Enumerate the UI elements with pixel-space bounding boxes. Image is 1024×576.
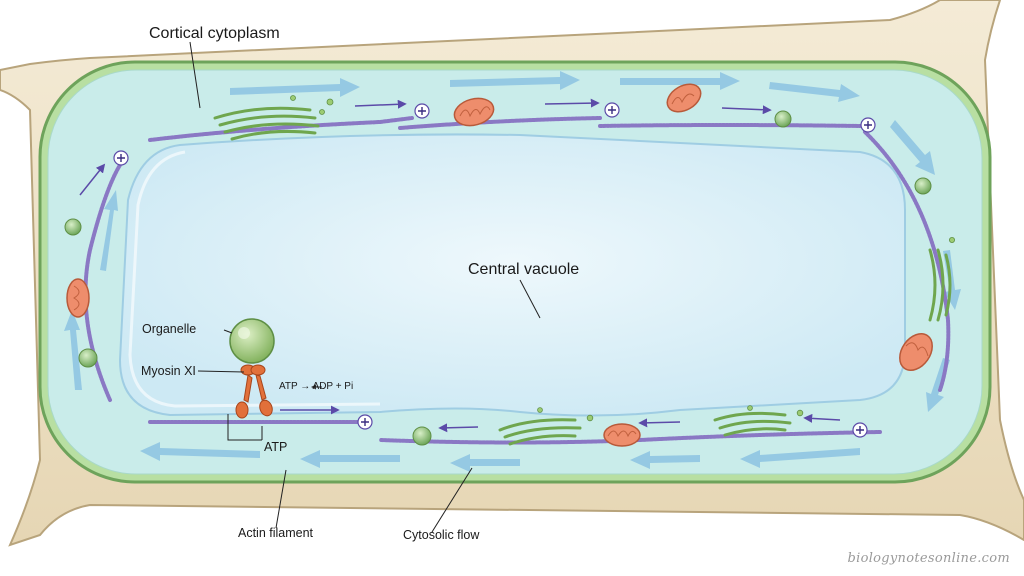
- central-vacuole: [118, 133, 906, 417]
- mitochondria: [66, 83, 933, 447]
- label-cytosolic-flow: Cytosolic flow: [403, 528, 480, 542]
- label-organelle: Organelle: [142, 322, 197, 336]
- plus-end-glyphs: [117, 106, 872, 434]
- leader-lines: [189, 41, 541, 533]
- cytosolic-flow-arrows: [64, 71, 961, 472]
- vesicles: [64, 110, 932, 446]
- label-atp-reaction: ATP → ADP + Pi: [279, 381, 354, 392]
- watermark: biologynotesonline.com: [847, 551, 1010, 566]
- organelle-highlight: [238, 327, 250, 339]
- golgi-stacks: [213, 106, 952, 446]
- label-central-vacuole: Central vacuole: [468, 261, 580, 278]
- tonoplast-highlight: [128, 150, 381, 408]
- myosin-motor: [235, 364, 273, 419]
- label-actin-filament: Actin filament: [238, 526, 314, 540]
- transported-organelle: [229, 318, 275, 364]
- golgi-vesicles: [290, 95, 956, 422]
- label-myosin: Myosin XI: [141, 364, 196, 378]
- transport-direction-arrows: [79, 98, 841, 433]
- mitochondria-cristae: [73, 93, 929, 438]
- plus-end-markers: [113, 102, 876, 438]
- label-cortical-cytoplasm: Cortical cytoplasm: [149, 25, 280, 42]
- label-atp: ATP: [264, 440, 288, 454]
